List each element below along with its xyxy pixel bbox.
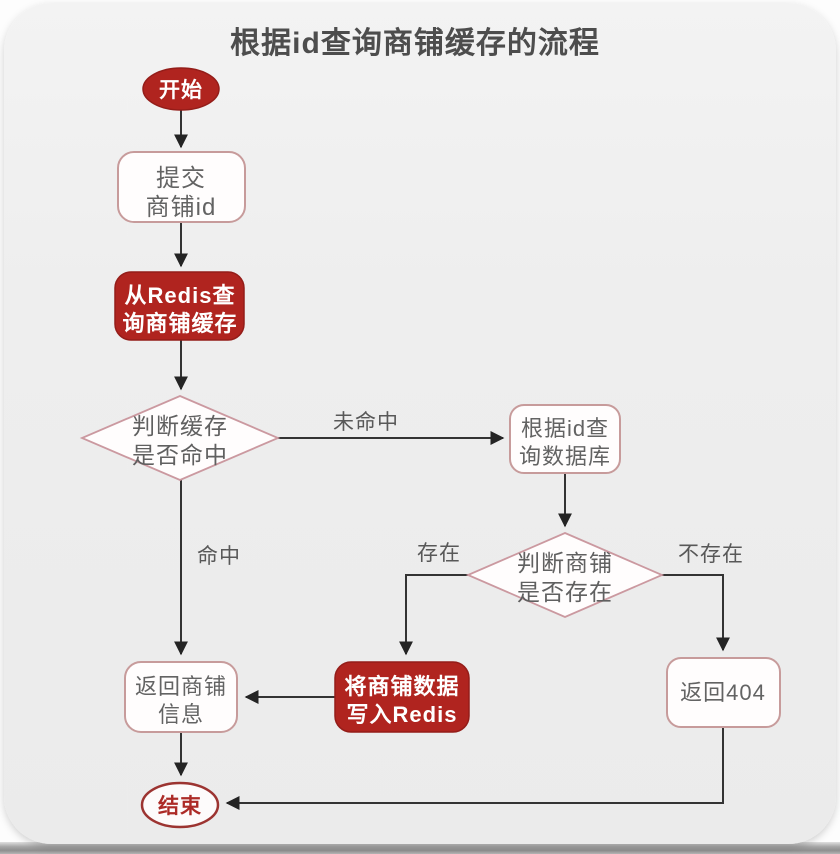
- return-404-node: 返回404: [666, 657, 781, 728]
- write-to-redis-line2: 写入Redis: [347, 702, 458, 727]
- edge-exists-to-write-redis: [399, 574, 468, 656]
- query-database-node: 根据id查 询数据库: [509, 404, 621, 474]
- submit-shop-id-line2: 商铺id: [146, 194, 217, 221]
- return-shop-info-shape: [124, 661, 238, 733]
- cache-hit-decision-shape: [79, 395, 281, 481]
- shop-exists-decision-line1: 判断商铺: [517, 550, 613, 576]
- query-redis-cache-node: 从Redis查 询商铺缓存: [114, 271, 245, 341]
- bottom-edge-strip: [0, 842, 840, 854]
- write-to-redis-node: 将商铺数据 写入Redis: [334, 661, 470, 733]
- query-redis-cache-shape: [114, 271, 245, 341]
- diagram-title: 根据id查询商铺缓存的流程: [230, 27, 600, 60]
- shop-exists-decision-line2: 是否存在: [517, 579, 613, 605]
- return-shop-info-line2: 信息: [158, 702, 204, 727]
- return-shop-info-line1: 返回商铺: [135, 674, 227, 699]
- return-404-shape: [666, 657, 781, 728]
- shop-exists-decision-node: 判断商铺 是否存在: [465, 532, 665, 618]
- query-database-line2: 询数据库: [519, 444, 611, 469]
- query-redis-cache-line2: 询商铺缓存: [122, 311, 237, 336]
- return-shop-info-node: 返回商铺 信息: [124, 661, 238, 733]
- query-database-line1: 根据id查: [521, 416, 609, 441]
- submit-shop-id-line1: 提交: [156, 165, 206, 192]
- cache-hit-decision-line1: 判断缓存: [132, 413, 228, 439]
- write-to-redis-line1: 将商铺数据: [344, 674, 459, 699]
- start-node-label: 开始: [159, 78, 203, 102]
- edge-label-cache-miss: 未命中: [333, 411, 399, 434]
- return-404-label: 返回404: [680, 680, 766, 705]
- submit-shop-id-node: 提交 商铺id: [117, 151, 246, 223]
- edge-not-exists-to-return-404: [662, 574, 730, 652]
- query-database-shape: [509, 404, 621, 474]
- query-redis-cache-line1: 从Redis查: [125, 283, 236, 308]
- edge-label-shop-exists: 存在: [417, 542, 461, 565]
- cache-hit-decision-node: 判断缓存 是否命中: [79, 395, 281, 481]
- cache-hit-decision-line2: 是否命中: [132, 442, 228, 468]
- shop-exists-decision-shape: [465, 532, 665, 618]
- end-node: 结束: [140, 781, 220, 829]
- write-to-redis-shape: [334, 661, 470, 733]
- start-node-shape: [142, 67, 220, 111]
- end-node-label: 结束: [158, 794, 202, 818]
- end-node-shape: [140, 781, 220, 829]
- edge-label-shop-not-exists: 不存在: [678, 543, 744, 566]
- start-node: 开始: [142, 67, 220, 111]
- submit-shop-id-shape: [117, 151, 246, 223]
- edge-return-404-to-end: [225, 727, 724, 810]
- edge-label-cache-hit: 命中: [197, 545, 241, 568]
- edges: [174, 110, 730, 810]
